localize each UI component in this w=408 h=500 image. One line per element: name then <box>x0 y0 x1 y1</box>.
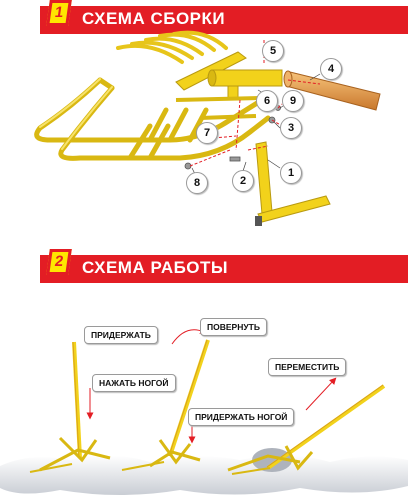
section-2-title: СХЕМА РАБОТЫ <box>82 258 229 277</box>
section-2-banner: 2 СХЕМА РАБОТЫ <box>40 249 408 283</box>
fork-tines <box>116 30 228 64</box>
action-hold-foot: ПРИДЕРЖАТЬ НОГОЙ <box>188 408 295 426</box>
snow-ground <box>0 455 408 495</box>
tool-step-1 <box>29 341 111 473</box>
callout-4: 4 <box>320 58 342 80</box>
callout-7: 7 <box>196 122 218 144</box>
action-turn: ПОВЕРНУТЬ <box>200 318 267 336</box>
tool-step-3 <box>227 377 386 475</box>
callout-3: 3 <box>280 117 302 139</box>
action-press-foot: НАЖАТЬ НОГОЙ <box>92 374 176 392</box>
callout-1: 1 <box>280 162 302 184</box>
tool-step-2 <box>121 327 210 471</box>
section-1-title: СХЕМА СБОРКИ <box>82 9 226 28</box>
callout-9: 9 <box>282 90 304 112</box>
callout-6: 6 <box>256 90 278 112</box>
callout-8: 8 <box>186 172 208 194</box>
callout-5: 5 <box>262 40 284 62</box>
action-move: ПЕРЕМЕСТИТЬ <box>268 358 347 376</box>
callout-2: 2 <box>232 170 254 192</box>
action-hold: ПРИДЕРЖАТЬ <box>84 326 158 344</box>
section-1-banner: 1 СХЕМА СБОРКИ <box>40 0 408 34</box>
assembly-diagram <box>34 30 381 226</box>
